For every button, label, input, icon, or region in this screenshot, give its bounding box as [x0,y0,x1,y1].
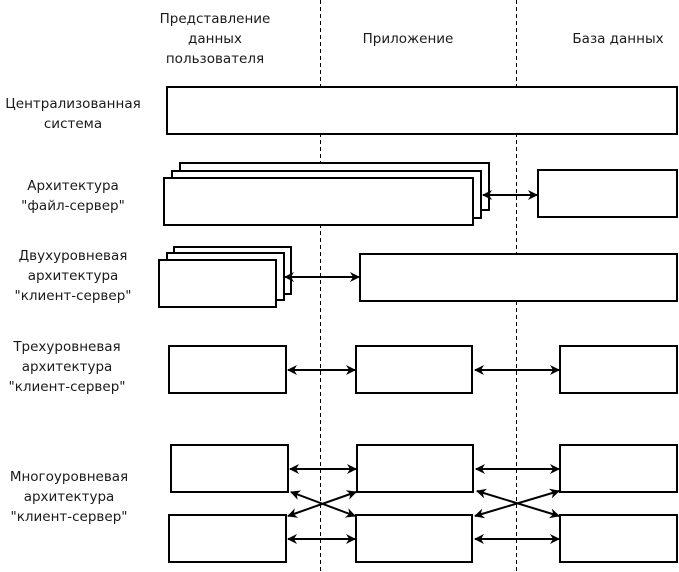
header-line: База данных [572,31,664,47]
row-label-multi-tier: Многоуровневая архитектура "клиент-серве… [0,467,144,527]
label-line: "клиент-сервер" [14,288,132,304]
label-line: архитектура [21,359,113,375]
two-tier-server-box [359,253,678,302]
multi-tier-application-box-2 [355,514,473,563]
multi-tier-database-box-1 [559,444,678,493]
row-label-centralized: Централизованная система [0,94,148,134]
label-line: Многоуровневая [9,469,129,485]
multi-tier-pres2-app1-arrow [287,490,357,518]
header-line: Приложение [362,31,454,47]
label-line: Трехуровневая [13,339,121,355]
centralized-system-box [166,86,678,135]
label-line: архитектура [27,268,119,284]
label-line: "файл-сервер" [21,198,125,214]
header-line: данных [188,31,242,47]
two-tier-client-box [158,259,277,308]
row-label-file-server: Архитектура "файл-сервер" [0,176,148,216]
label-line: "клиент-сервер" [8,379,126,395]
three-tier-application-box [355,345,473,394]
label-line: архитектура [23,489,115,505]
column-header-application: Приложение [338,29,478,49]
label-line: Архитектура [27,178,119,194]
three-tier-presentation-box [168,345,287,394]
label-line: "клиент-сервер" [10,509,128,525]
three-tier-database-box [559,345,678,394]
label-line: система [43,116,103,132]
multi-tier-presentation-box-1 [170,444,289,493]
file-server-db-box [537,169,678,218]
file-server-client-box [163,177,474,226]
header-line: пользователя [165,51,265,67]
multi-tier-presentation-box-2 [168,514,287,563]
label-line: Централизованная [5,96,141,112]
row-label-three-tier: Трехуровневая архитектура "клиент-сервер… [0,337,142,397]
label-line: Двухуровневая [18,248,128,264]
multi-tier-application-box-1 [356,444,474,493]
column-header-database: База данных [548,29,679,49]
column-header-presentation: Представление данных пользователя [135,9,295,69]
multi-tier-database-box-2 [559,514,678,563]
multi-tier-app2-db1-arrow [474,488,560,519]
row-label-two-tier: Двухуровневая архитектура "клиент-сервер… [0,246,148,306]
header-line: Представление [159,11,271,27]
